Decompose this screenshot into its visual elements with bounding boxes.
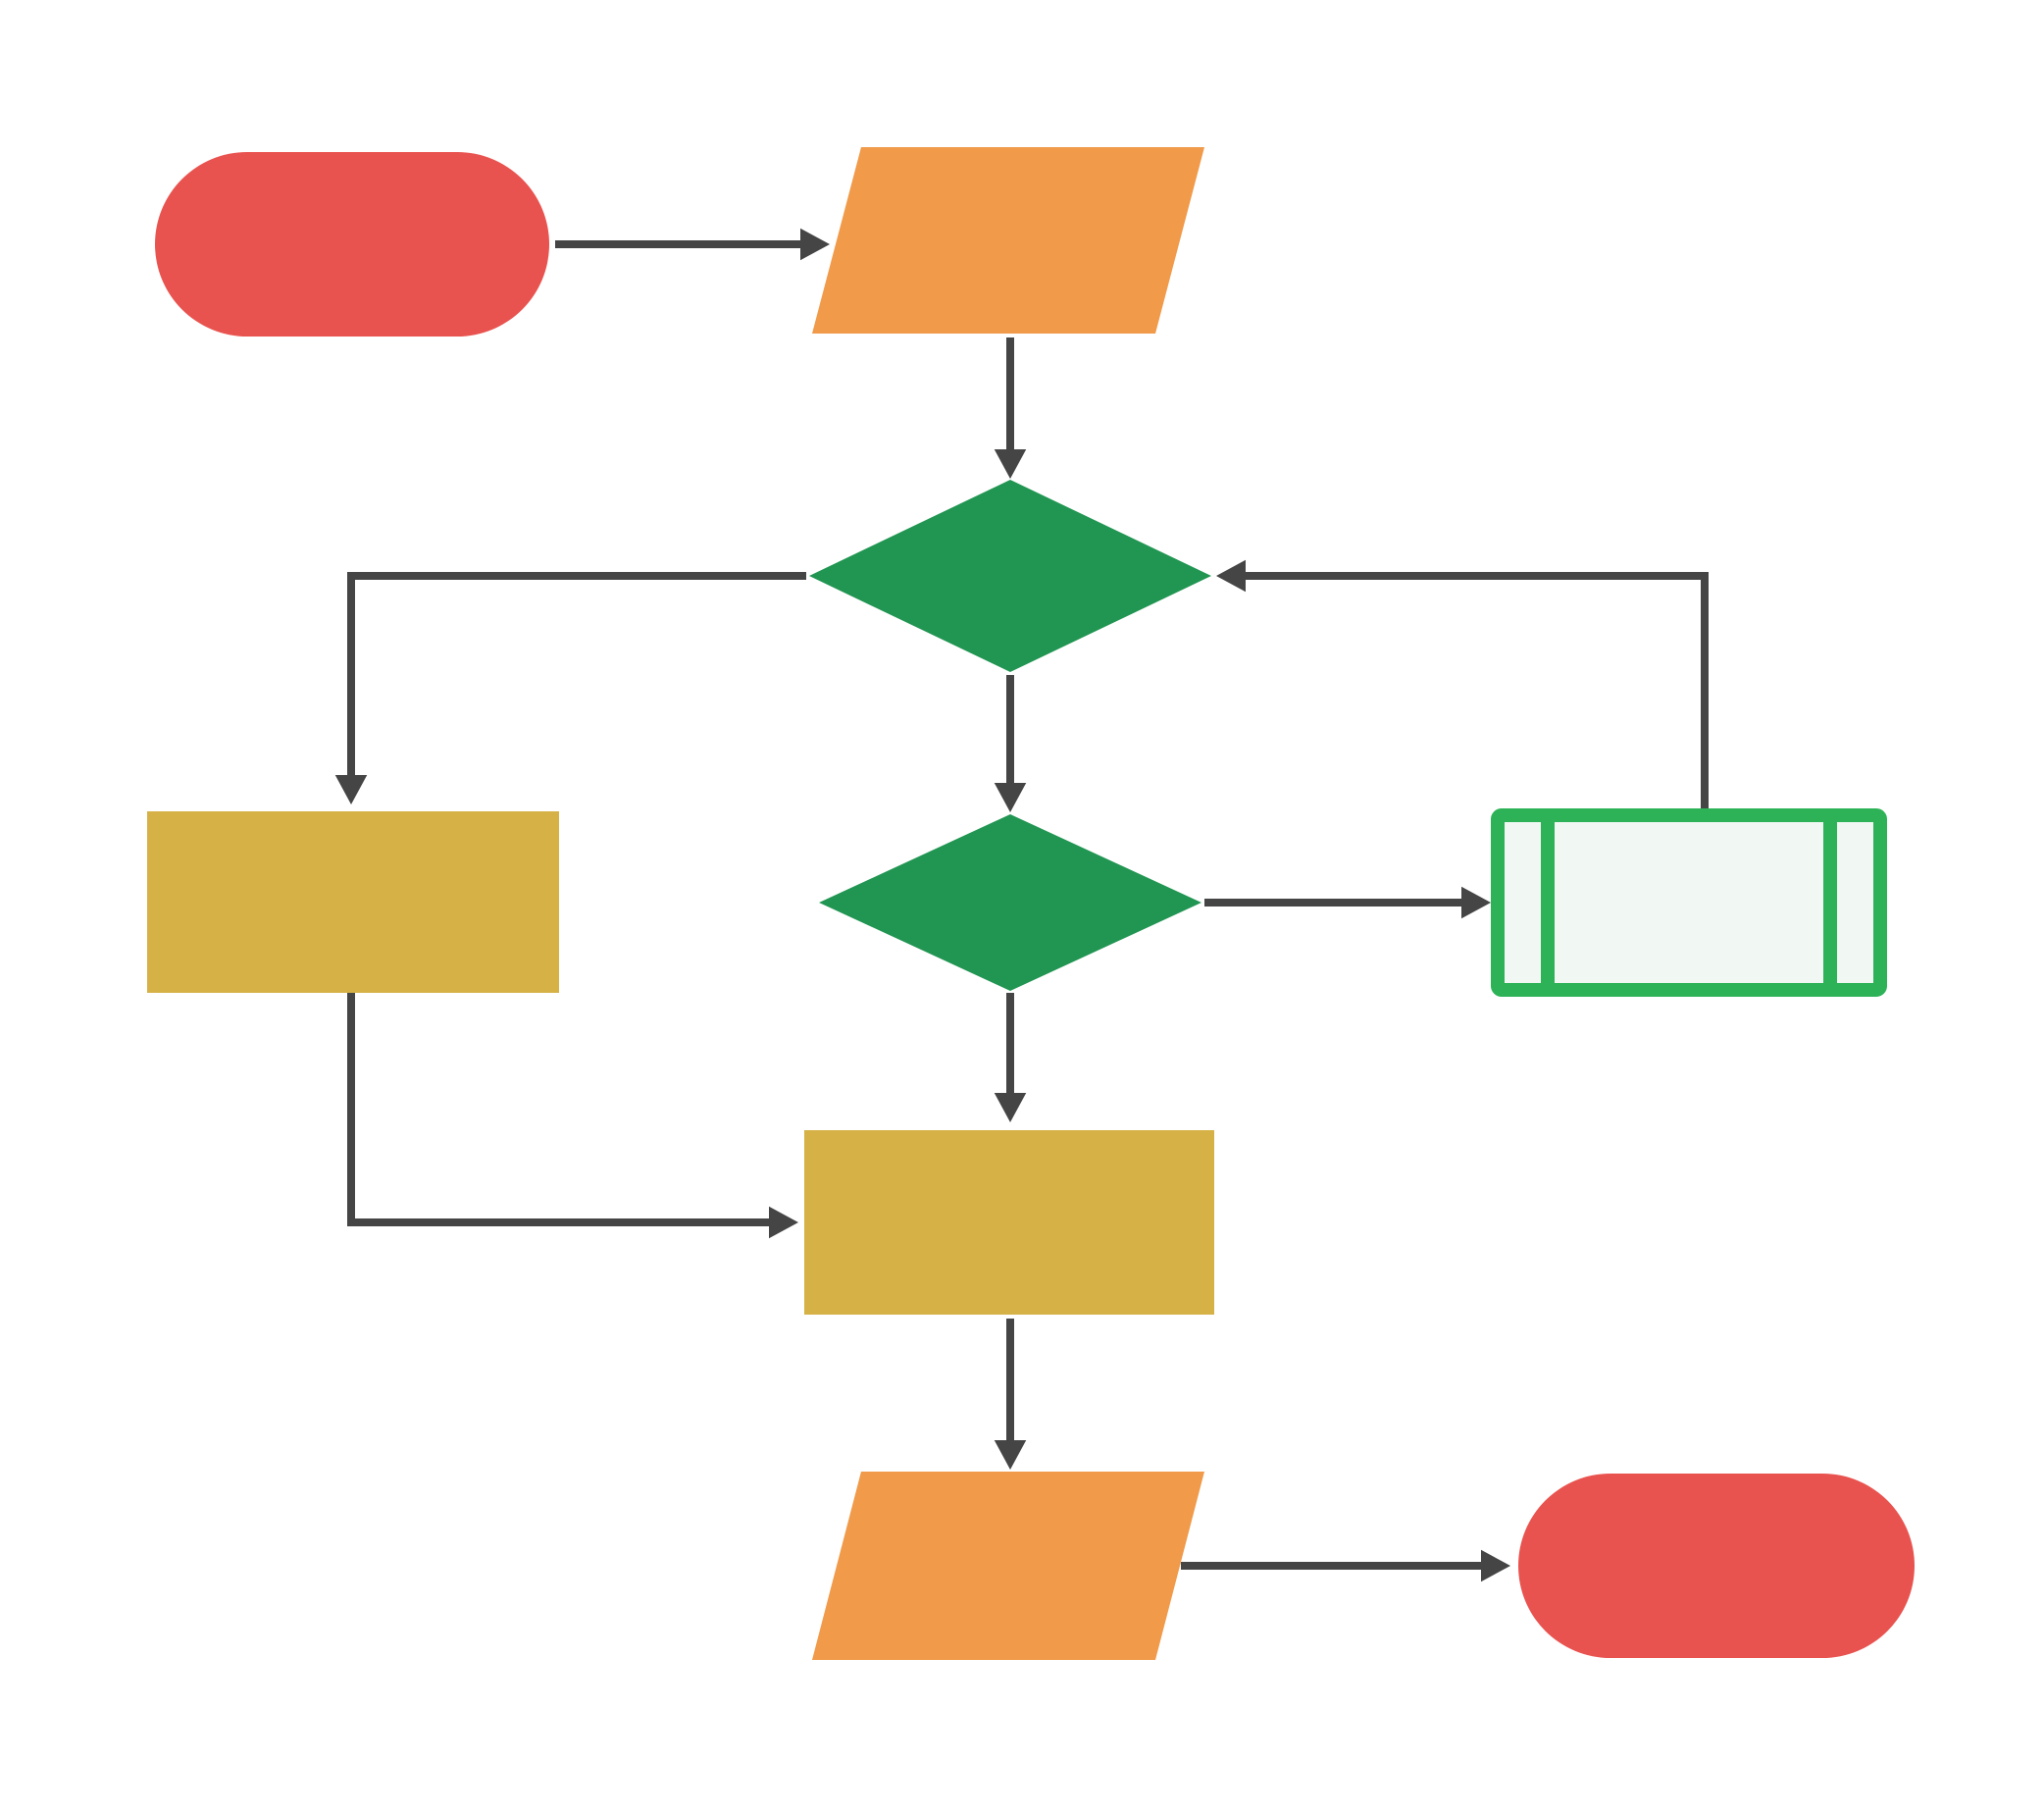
end-terminator-shape xyxy=(1518,1474,1915,1658)
edge-predefined-to-decision1-loop-arrowhead xyxy=(1216,559,1246,593)
edge-output-to-end-arrowhead xyxy=(1481,1549,1510,1582)
process-center-shape xyxy=(804,1130,1214,1315)
predefined-process-outline xyxy=(1491,808,1887,997)
edge-predefined-to-decision1-loop-line xyxy=(1230,572,1709,808)
decision-primary-shape xyxy=(809,480,1211,672)
decision-secondary-shape xyxy=(819,814,1201,991)
edge-predefined-to-decision1-loop[interactable] xyxy=(1216,559,1709,808)
input-io-shape xyxy=(812,147,1204,334)
decision-secondary[interactable] xyxy=(819,814,1201,991)
edge-decision1-to-decision2-arrowhead xyxy=(994,783,1027,812)
process-center[interactable] xyxy=(804,1130,1214,1315)
nodes-layer xyxy=(147,147,1915,1660)
edge-decision2-to-predefined-arrowhead xyxy=(1461,886,1491,919)
edge-decision1-to-process-left-arrowhead xyxy=(334,775,368,804)
start-terminator[interactable] xyxy=(155,152,549,337)
edge-output-to-end[interactable] xyxy=(1181,1549,1510,1582)
edge-decision1-to-process-left[interactable] xyxy=(334,572,806,804)
edge-decision2-to-process-center[interactable] xyxy=(994,993,1027,1122)
edge-process-left-to-process-center-line xyxy=(347,993,785,1226)
edge-decision2-to-process-center-arrowhead xyxy=(994,1093,1027,1122)
decision-primary[interactable] xyxy=(809,480,1211,672)
output-io[interactable] xyxy=(812,1472,1204,1660)
edges-layer xyxy=(334,228,1709,1582)
edge-decision1-to-process-left-line xyxy=(347,572,806,791)
edge-start-to-input-arrowhead xyxy=(800,228,830,261)
edge-input-to-decision1[interactable] xyxy=(994,337,1027,479)
end-terminator[interactable] xyxy=(1518,1474,1915,1658)
input-io[interactable] xyxy=(812,147,1204,334)
edge-start-to-input[interactable] xyxy=(555,228,830,261)
edge-decision2-to-predefined[interactable] xyxy=(1204,886,1491,919)
predefined-process[interactable] xyxy=(1491,808,1887,997)
edge-process-center-to-output-arrowhead xyxy=(994,1440,1027,1470)
edge-input-to-decision1-arrowhead xyxy=(994,449,1027,479)
edge-process-left-to-process-center-arrowhead xyxy=(769,1206,798,1239)
process-left[interactable] xyxy=(147,811,559,993)
edge-process-center-to-output[interactable] xyxy=(994,1319,1027,1470)
process-left-shape xyxy=(147,811,559,993)
edge-process-left-to-process-center[interactable] xyxy=(347,993,798,1239)
start-terminator-shape xyxy=(155,152,549,337)
output-io-shape xyxy=(812,1472,1204,1660)
edge-decision1-to-decision2[interactable] xyxy=(994,675,1027,812)
